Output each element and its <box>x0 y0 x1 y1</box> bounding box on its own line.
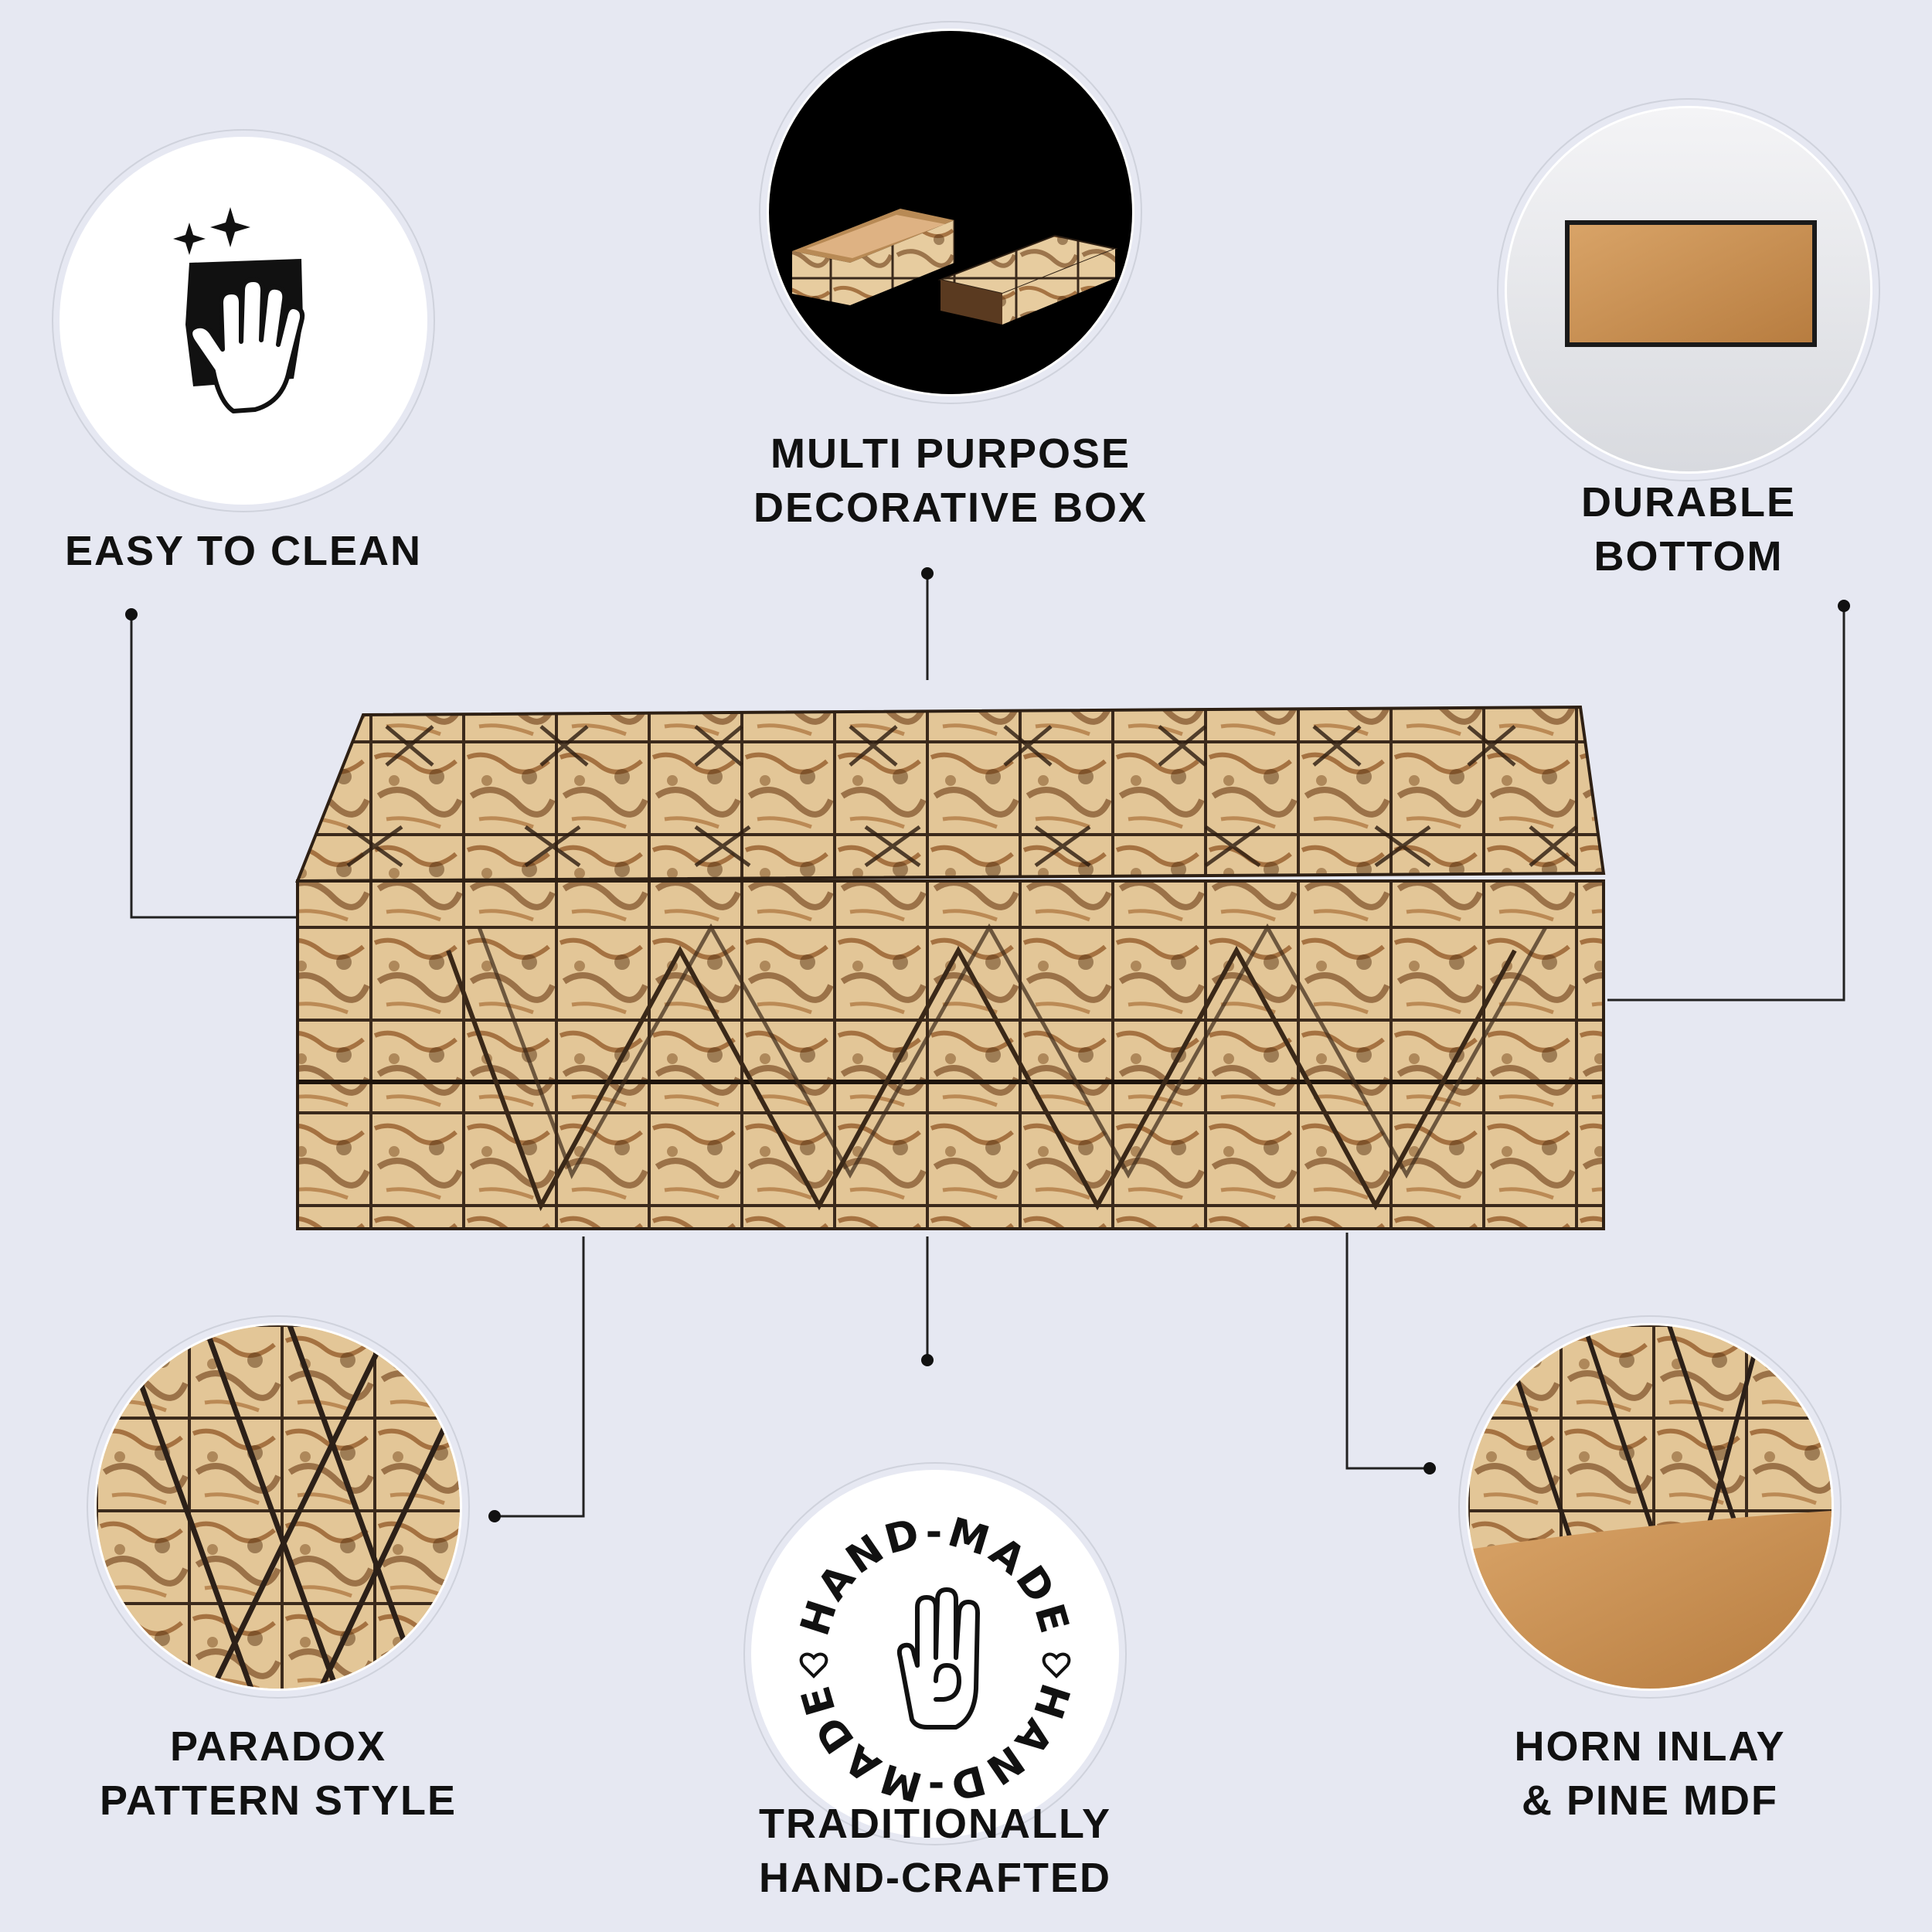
connector-dot <box>921 1354 934 1366</box>
connector-easy-clean <box>130 614 301 919</box>
easy-clean-circle <box>62 139 425 502</box>
connector-horn-inlay <box>1345 1233 1430 1470</box>
box-bottom-photo <box>1507 108 1870 471</box>
connector-dot <box>1423 1462 1436 1475</box>
horn-inlay-label: HORN INLAY & PINE MDF <box>1514 1723 1786 1824</box>
horn-inlay-circle <box>1468 1325 1832 1689</box>
connector-dot <box>921 567 934 580</box>
hand-made-circle: HAND-MADE HAND-MADE <box>753 1472 1117 1835</box>
wipe-hand-icon <box>173 207 305 413</box>
connector-dot <box>488 1510 501 1522</box>
hand-made-badge: HAND-MADE HAND-MADE <box>792 1509 1076 1810</box>
multi-purpose-circle <box>769 31 1132 394</box>
connector-paradox <box>495 1236 585 1518</box>
open-box-photo <box>792 209 1118 325</box>
durable-bottom-label: DURABLE BOTTOM <box>1581 479 1796 580</box>
paradox-pattern-label: PARADOX PATTERN STYLE <box>99 1723 457 1824</box>
pattern-closeup-photo <box>97 1325 460 1689</box>
connector-dot <box>125 608 138 621</box>
heart-icon <box>799 1652 828 1679</box>
heart-icon <box>1042 1652 1071 1679</box>
multi-purpose-label: MULTI PURPOSE DECORATIVE BOX <box>753 430 1148 531</box>
material-closeup-photo <box>1468 1325 1832 1689</box>
paradox-pattern-circle <box>97 1325 460 1689</box>
connector-dot <box>1838 600 1850 612</box>
hand-crafted-label: TRADITIONALLY HAND-CRAFTED <box>759 1801 1111 1901</box>
durable-bottom-circle <box>1507 108 1870 471</box>
raised-hand-icon <box>896 1587 980 1730</box>
easy-clean-label: EASY TO CLEAN <box>64 528 423 574</box>
connector-durable-bottom <box>1607 606 1845 1002</box>
